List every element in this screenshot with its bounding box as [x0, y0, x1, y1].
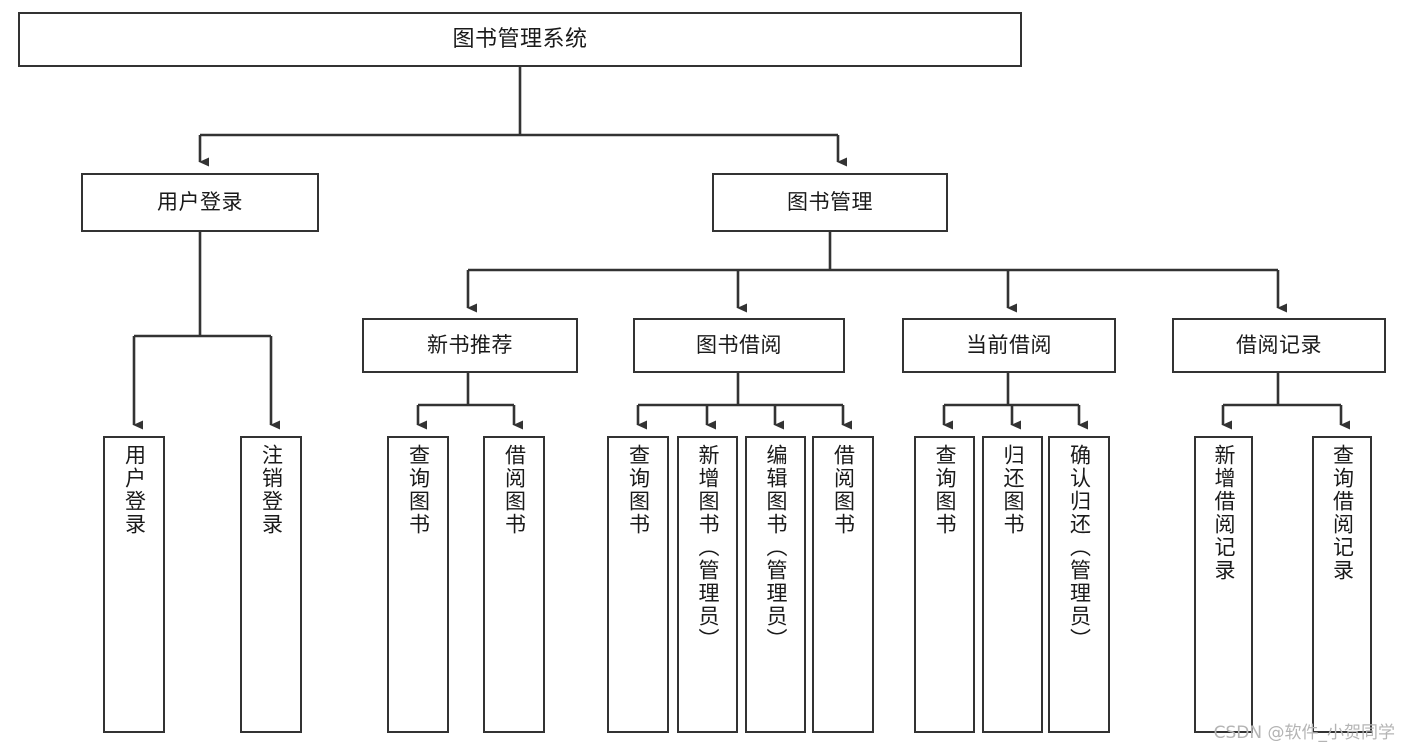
node-user-login[interactable]: 用户登录 [81, 173, 319, 232]
node-root-system[interactable]: 图书管理系统 [18, 12, 1022, 67]
node-book-manage-label: 图书管理 [787, 190, 873, 215]
leaf-return-book-label: 归还图书 [1001, 444, 1026, 536]
leaf-add-record[interactable]: 新增借阅记录 [1194, 436, 1253, 733]
leaf-borrow-book-2[interactable]: 借阅图书 [812, 436, 874, 733]
leaf-add-book-label: 新增图书（管理员） [696, 444, 721, 651]
leaf-query-record[interactable]: 查询借阅记录 [1312, 436, 1372, 733]
leaf-logout-login[interactable]: 注销登录 [240, 436, 302, 733]
leaf-query-book-2-label: 查询图书 [626, 444, 651, 536]
node-root-system-label: 图书管理系统 [452, 26, 588, 52]
node-book-manage[interactable]: 图书管理 [712, 173, 948, 232]
leaf-borrow-book-1-label: 借阅图书 [502, 444, 527, 536]
leaf-edit-book[interactable]: 编辑图书（管理员） [745, 436, 806, 733]
leaf-confirm-return-label: 确认归还（管理员） [1067, 444, 1092, 651]
node-new-book-recommend[interactable]: 新书推荐 [362, 318, 578, 373]
node-current-borrow[interactable]: 当前借阅 [902, 318, 1116, 373]
node-borrow-record[interactable]: 借阅记录 [1172, 318, 1386, 373]
node-current-borrow-label: 当前借阅 [966, 333, 1052, 358]
node-book-borrow[interactable]: 图书借阅 [633, 318, 845, 373]
leaf-edit-book-label: 编辑图书（管理员） [764, 444, 789, 651]
leaf-add-record-label: 新增借阅记录 [1212, 444, 1237, 582]
leaf-confirm-return[interactable]: 确认归还（管理员） [1048, 436, 1110, 733]
leaf-user-login[interactable]: 用户登录 [103, 436, 165, 733]
node-new-book-recommend-label: 新书推荐 [427, 333, 513, 358]
leaf-borrow-book-1[interactable]: 借阅图书 [483, 436, 545, 733]
leaf-user-login-label: 用户登录 [122, 444, 147, 536]
leaf-borrow-book-2-label: 借阅图书 [831, 444, 856, 536]
leaf-query-record-label: 查询借阅记录 [1330, 444, 1355, 582]
leaf-add-book[interactable]: 新增图书（管理员） [677, 436, 738, 733]
leaf-query-book-1-label: 查询图书 [406, 444, 431, 536]
leaf-query-book-2[interactable]: 查询图书 [607, 436, 669, 733]
leaf-query-book-3[interactable]: 查询图书 [914, 436, 975, 733]
node-book-borrow-label: 图书借阅 [696, 333, 782, 358]
node-borrow-record-label: 借阅记录 [1236, 333, 1322, 358]
node-user-login-label: 用户登录 [157, 190, 243, 215]
leaf-query-book-3-label: 查询图书 [933, 444, 958, 536]
leaf-logout-login-label: 注销登录 [259, 444, 284, 536]
leaf-return-book[interactable]: 归还图书 [982, 436, 1043, 733]
leaf-query-book-1[interactable]: 查询图书 [387, 436, 449, 733]
